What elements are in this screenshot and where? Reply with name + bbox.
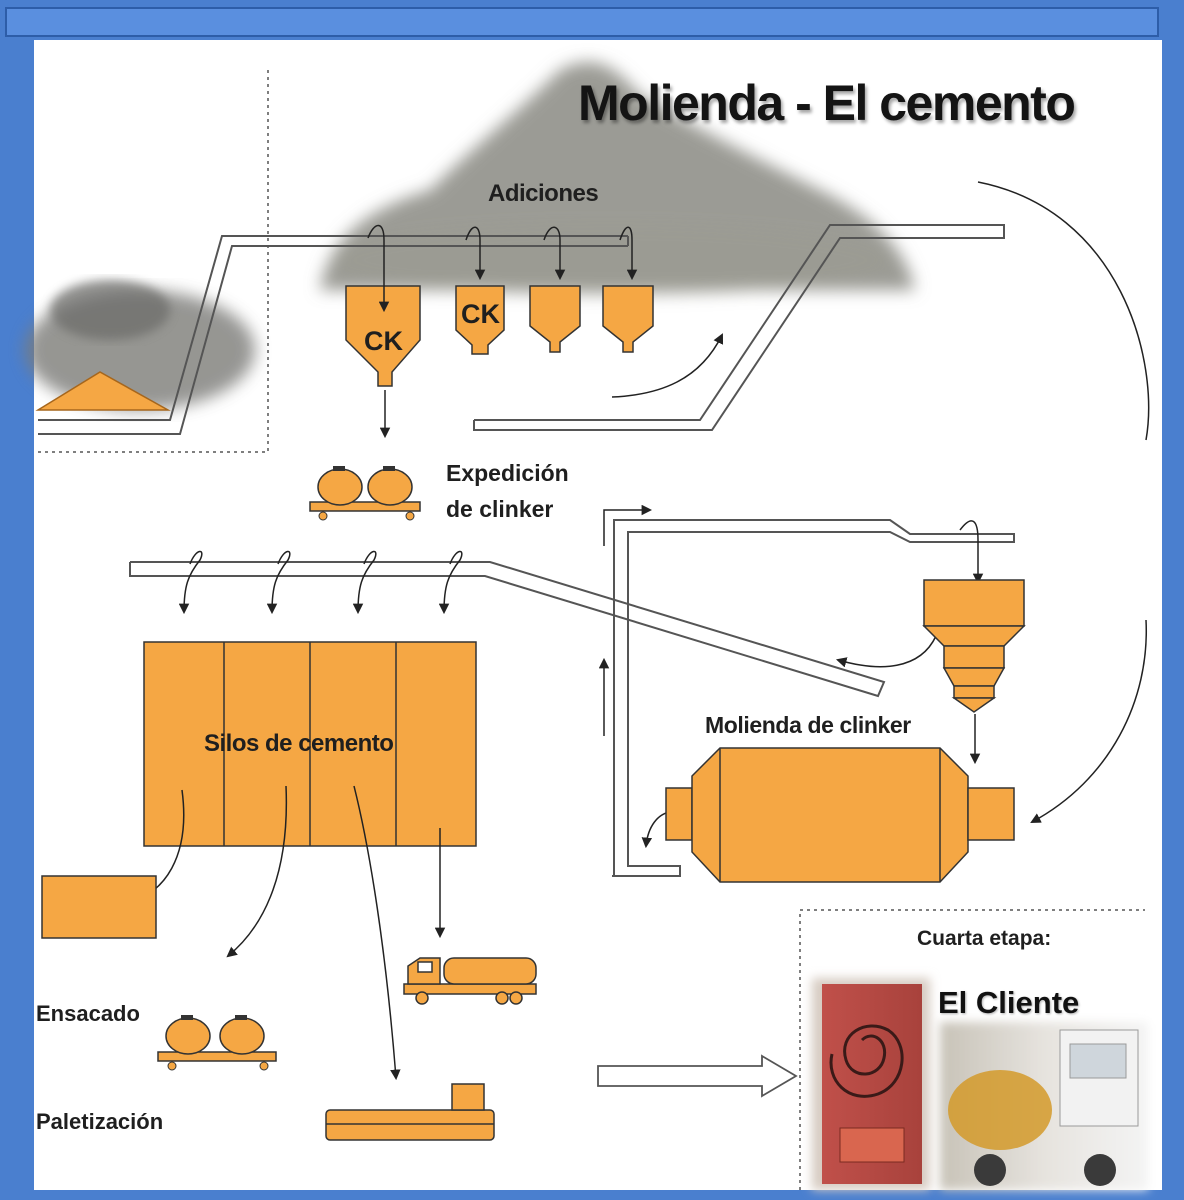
diagram-title: Molienda - El cemento <box>578 75 1076 131</box>
top-conveyor <box>38 235 629 435</box>
stage-label: Cuarta etapa: <box>917 927 1052 950</box>
tanker-truck <box>403 957 537 1005</box>
customer-label: El Cliente <box>938 985 1080 1020</box>
silo-conveyor <box>129 561 886 698</box>
hoppers <box>345 285 654 387</box>
clinker-mill-label: Molienda de clinker <box>705 712 911 738</box>
silos-label: Silos de cemento <box>204 730 394 757</box>
hopper-feed-arrows <box>367 224 724 439</box>
hopper-ck-label-1: CK <box>364 326 403 356</box>
outer-return-arrow-top <box>977 181 1150 441</box>
additions-label: Adiciones <box>488 180 599 207</box>
hopper-3 <box>529 285 581 353</box>
bagging-wagon <box>157 1015 277 1071</box>
hopper-4 <box>602 285 654 353</box>
clinker-wagon <box>309 466 421 521</box>
silo-feed-arrows <box>178 550 463 615</box>
cement-bag-image <box>812 978 930 1190</box>
to-customer-arrow <box>597 1054 798 1098</box>
outer-return-arrow-bottom <box>1030 619 1148 823</box>
hopper-ck-1 <box>345 285 421 387</box>
bulk-container <box>41 875 157 939</box>
clinker-pile <box>35 371 171 411</box>
cement-silos <box>143 641 477 847</box>
palletizing-label: Paletización <box>36 1109 164 1134</box>
hopper-ck-2 <box>455 285 505 355</box>
ball-mill <box>665 747 1015 883</box>
dashed-dividers <box>38 70 1145 1190</box>
separator <box>922 579 1026 713</box>
clinker-dispatch-label-line1: Expedición <box>446 460 569 486</box>
bagging-label: Ensacado <box>36 1001 140 1026</box>
hopper-ck-label-2: CK <box>461 299 500 329</box>
mill-loop-arrows <box>598 504 984 849</box>
return-conveyor <box>473 224 1005 431</box>
mill-loop-conveyor <box>612 519 1015 877</box>
ship <box>325 1083 495 1141</box>
mixer-truck-image <box>940 1022 1148 1190</box>
clinker-dispatch-label-line2: de clinker <box>446 496 554 522</box>
